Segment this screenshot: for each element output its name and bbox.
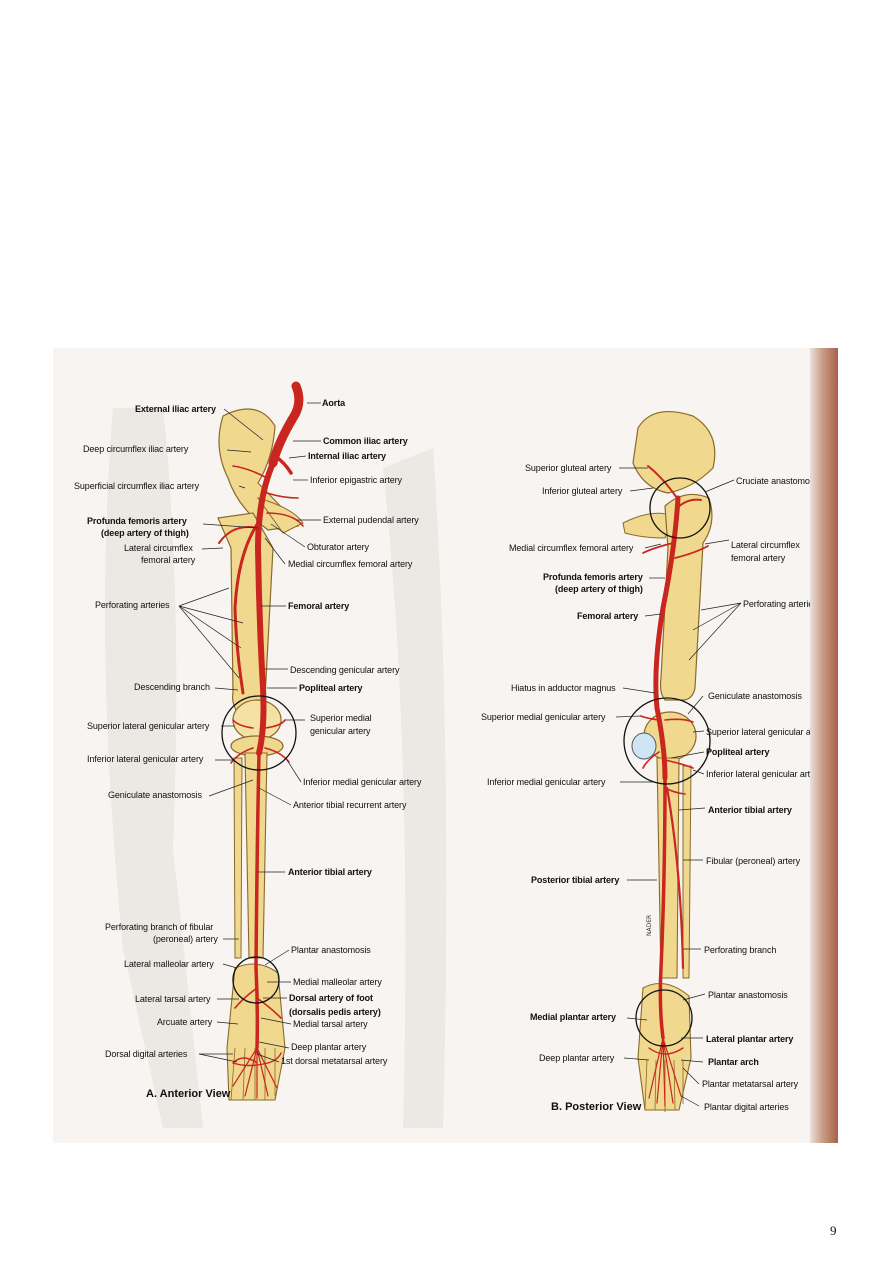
label-deep-artery-of-thigh-b: (deep artery of thigh) xyxy=(555,584,643,594)
label-profunda-femoris-artery: Profunda femoris artery xyxy=(87,516,187,526)
label-peroneal-artery: (peroneal) artery xyxy=(153,934,218,944)
label-plantar-metatarsal-artery: Plantar metatarsal artery xyxy=(702,1079,799,1089)
label-femoral-artery-lateral-circumflex: femoral artery xyxy=(141,555,196,565)
label-deep-plantar-artery-a: Deep plantar artery xyxy=(291,1042,367,1052)
artist-signature: NADER xyxy=(646,915,653,936)
label-inferior-gluteal-artery: Inferior gluteal artery xyxy=(542,486,623,496)
caption-posterior-view: B. Posterior View xyxy=(551,1101,641,1113)
posterior-leg-illustration: NADER xyxy=(615,410,742,1112)
label-lateral-tarsal-artery: Lateral tarsal artery xyxy=(135,994,211,1004)
label-genicular-artery: genicular artery xyxy=(310,726,371,736)
label-inferior-medial-genicular-artery-a: Inferior medial genicular artery xyxy=(303,777,422,787)
label-1st-dorsal-metatarsal-artery: 1st dorsal metatarsal artery xyxy=(281,1056,388,1066)
label-arcuate-artery: Arcuate artery xyxy=(157,1017,213,1027)
label-dorsal-artery-of-foot: Dorsal artery of foot xyxy=(289,993,373,1003)
label-dorsal-digital-arteries: Dorsal digital arteries xyxy=(105,1049,188,1059)
label-deep-circumflex-iliac-artery: Deep circumflex iliac artery xyxy=(83,444,189,454)
label-medial-plantar-artery: Medial plantar artery xyxy=(530,1012,616,1022)
label-femoral-artery-b: Femoral artery xyxy=(577,611,639,621)
label-geniculate-anastomosis-b: Geniculate anastomosis xyxy=(708,691,802,701)
label-perforating-arteries: Perforating arteries xyxy=(95,600,170,610)
label-anterior-tibial-artery-b: Anterior tibial artery xyxy=(708,805,792,815)
label-superficial-circumflex-iliac-artery: Superficial circumflex iliac artery xyxy=(74,481,200,491)
label-femoral-artery-lateral-circumflex-b: femoral artery xyxy=(731,553,786,563)
label-obturator-artery: Obturator artery xyxy=(307,542,369,552)
caption-text: Posterior View xyxy=(565,1101,642,1113)
label-external-iliac-artery: External iliac artery xyxy=(135,404,216,414)
label-deep-artery-of-thigh: (deep artery of thigh) xyxy=(101,528,189,538)
label-medial-tarsal-artery: Medial tarsal artery xyxy=(293,1019,368,1029)
label-hiatus-in-adductor-magnus: Hiatus in adductor magnus xyxy=(511,683,616,693)
label-inferior-lateral-genicular-artery: Inferior lateral genicular artery xyxy=(87,754,204,764)
label-common-iliac-artery: Common iliac artery xyxy=(323,436,408,446)
label-dorsalis-pedis-artery: (dorsalis pedis artery) xyxy=(289,1007,381,1017)
label-inferior-medial-genicular-artery-b: Inferior medial genicular artery xyxy=(487,777,606,787)
label-superior-medial: Superior medial xyxy=(310,713,372,723)
label-anterior-tibial-artery-a: Anterior tibial artery xyxy=(288,867,372,877)
page-number: 9 xyxy=(830,1223,837,1238)
label-perforating-arteries-b: Perforating arteries xyxy=(743,599,818,609)
label-femoral-artery-a: Femoral artery xyxy=(288,601,350,611)
caption-letter: A. xyxy=(146,1088,157,1100)
label-medial-circumflex-femoral-artery-a: Medial circumflex femoral artery xyxy=(288,559,413,569)
caption-text: Anterior View xyxy=(159,1088,231,1100)
label-fibular-peroneal-artery: Fibular (peroneal) artery xyxy=(706,856,801,866)
label-inferior-lateral-genicular-artery-b: Inferior lateral genicular artery xyxy=(706,769,823,779)
label-plantar-arch: Plantar arch xyxy=(708,1057,759,1067)
label-superior-gluteal-artery: Superior gluteal artery xyxy=(525,463,612,473)
label-deep-plantar-artery-b: Deep plantar artery xyxy=(539,1053,615,1063)
label-popliteal-artery-b: Popliteal artery xyxy=(706,747,770,757)
label-lateral-malleolar-artery: Lateral malleolar artery xyxy=(124,959,214,969)
label-anterior-tibial-recurrent-artery: Anterior tibial recurrent artery xyxy=(293,800,407,810)
arteries-of-lower-limb-illustration: NADER xyxy=(105,381,742,1128)
page-edge-shadow xyxy=(810,348,838,1143)
label-posterior-tibial-artery: Posterior tibial artery xyxy=(531,875,620,885)
label-superior-lateral-genicular-artery: Superior lateral genicular artery xyxy=(87,721,210,731)
label-plantar-anastomosis-b: Plantar anastomosis xyxy=(708,990,788,1000)
label-profunda-femoris-artery-b: Profunda femoris artery xyxy=(543,572,643,582)
anatomy-figure: NADER xyxy=(53,348,838,1143)
label-external-pudendal-artery: External pudendal artery xyxy=(323,515,419,525)
caption-anterior-view: A. Anterior View xyxy=(146,1088,230,1100)
label-plantar-digital-arteries: Plantar digital arteries xyxy=(704,1102,789,1112)
label-lateral-circumflex: Lateral circumflex xyxy=(124,543,193,553)
label-inferior-epigastric-artery: Inferior epigastric artery xyxy=(310,475,402,485)
anterior-leg-illustration xyxy=(178,381,321,1101)
label-descending-branch: Descending branch xyxy=(134,682,210,692)
label-medial-circumflex-femoral-artery-b: Medial circumflex femoral artery xyxy=(509,543,634,553)
label-superior-lateral-genicular-artery-b: Superior lateral genicular artery xyxy=(706,727,829,737)
label-superior-medial-genicular-artery-b: Superior medial genicular artery xyxy=(481,712,606,722)
label-medial-malleolar-artery: Medial malleolar artery xyxy=(293,977,382,987)
label-perforating-branch: Perforating branch xyxy=(704,945,777,955)
caption-letter: B. xyxy=(551,1101,562,1113)
label-lateral-circumflex-b: Lateral circumflex xyxy=(731,540,800,550)
label-plantar-anastomosis-a: Plantar anastomosis xyxy=(291,945,371,955)
label-cruciate-anastomosis: Cruciate anastomosis xyxy=(736,476,821,486)
label-aorta: Aorta xyxy=(322,398,346,408)
label-descending-genicular-artery: Descending genicular artery xyxy=(290,665,400,675)
label-geniculate-anastomosis: Geniculate anastomosis xyxy=(108,790,202,800)
label-perforating-branch-of-fibular: Perforating branch of fibular xyxy=(105,922,214,932)
label-lateral-plantar-artery: Lateral plantar artery xyxy=(706,1034,794,1044)
label-internal-iliac-artery: Internal iliac artery xyxy=(308,451,386,461)
label-popliteal-artery-a: Popliteal artery xyxy=(299,683,363,693)
